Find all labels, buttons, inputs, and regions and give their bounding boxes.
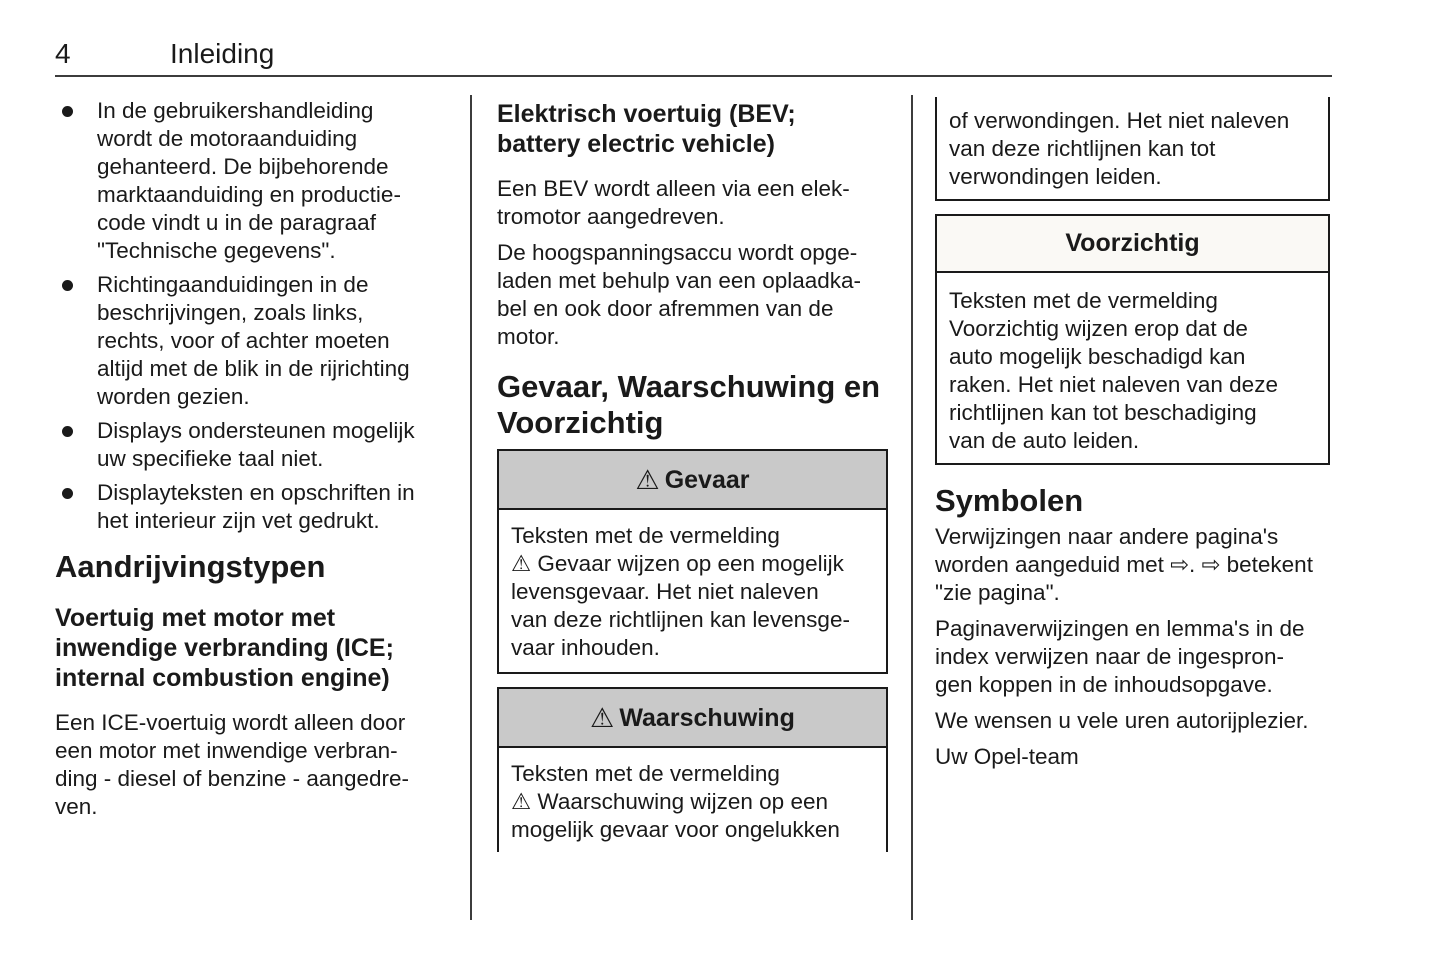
warning-triangle-icon: ⚠ bbox=[635, 465, 660, 496]
caution-box-header: Voorzichtig bbox=[937, 216, 1328, 273]
bullet-text: Richtingaanduidingen in de beschrijvinge… bbox=[97, 272, 410, 409]
sub-heading-bev: Elektrisch voertuig (BEV; battery electr… bbox=[497, 100, 796, 158]
bullet-icon bbox=[62, 488, 73, 499]
section-heading-symbolen: Symbolen bbox=[935, 483, 1084, 518]
column-3: of verwondingen. Het niet naleven van de… bbox=[935, 97, 1330, 779]
list-item: Displayteksten en opschriften in het int… bbox=[55, 479, 443, 535]
header-rule bbox=[55, 75, 1332, 77]
list-item: In de gebruikershandleiding wordt de mot… bbox=[55, 97, 443, 265]
section-heading-gevaar-waarschuwing: Gevaar, Waarschuwing en Voorzichtig bbox=[497, 369, 881, 440]
chapter-title: Inleiding bbox=[170, 38, 275, 69]
danger-box-header: ⚠Gevaar bbox=[499, 451, 886, 510]
intro-bullet-list: In de gebruikershandleiding wordt de mot… bbox=[55, 97, 443, 535]
warning-box-header: ⚠Waarschuwing bbox=[499, 689, 886, 748]
column-separator-2 bbox=[911, 95, 913, 920]
paragraph-symbolen-2: Paginaverwijzingen en lemma's in de inde… bbox=[935, 616, 1305, 697]
bullet-icon bbox=[62, 426, 73, 437]
caution-box-title: Voorzichtig bbox=[1065, 229, 1200, 257]
paragraph-ice: Een ICE-voertuig wordt alleen door een m… bbox=[55, 710, 409, 819]
sub-heading-ice: Voertuig met motor met inwendige verbran… bbox=[55, 604, 394, 692]
danger-box-body: Teksten met de vermelding ⚠ Gevaar wijze… bbox=[511, 523, 850, 660]
paragraph-bev-1: Een BEV wordt alleen via een elek- tromo… bbox=[497, 176, 850, 229]
warning-box-continuation: of verwondingen. Het niet naleven van de… bbox=[935, 97, 1330, 201]
paragraph-opel-team: Uw Opel-team bbox=[935, 744, 1079, 769]
bullet-icon bbox=[62, 106, 73, 117]
bullet-text: Displayteksten en opschriften in het int… bbox=[97, 480, 415, 533]
list-item: Displays ondersteunen mogelijk uw specif… bbox=[55, 417, 443, 473]
page-number: 4 bbox=[55, 38, 71, 69]
paragraph-wish: We wensen u vele uren autorijplezier. bbox=[935, 708, 1309, 733]
warning-triangle-icon: ⚠ bbox=[590, 703, 615, 734]
warning-box-title: Waarschuwing bbox=[619, 704, 795, 732]
section-heading-aandrijvingstypen: Aandrijvingstypen bbox=[55, 549, 326, 584]
danger-box-title: Gevaar bbox=[664, 466, 750, 494]
bullet-text: In de gebruikershandleiding wordt de mot… bbox=[97, 98, 401, 263]
column-1: In de gebruikershandleiding wordt de mot… bbox=[55, 97, 443, 829]
bullet-text: Displays ondersteunen mogelijk uw specif… bbox=[97, 418, 415, 471]
column-2: Elektrisch voertuig (BEV; battery electr… bbox=[497, 97, 888, 865]
caution-box-body: Teksten met de vermelding Voorzichtig wi… bbox=[949, 288, 1278, 453]
danger-box: ⚠Gevaar Teksten met de vermelding ⚠ Geva… bbox=[497, 449, 888, 674]
list-item: Richtingaanduidingen in de beschrijvinge… bbox=[55, 271, 443, 411]
paragraph-bev-2: De hoogspanningsaccu wordt opge- laden m… bbox=[497, 240, 862, 349]
warning-box: ⚠Waarschuwing Teksten met de vermelding … bbox=[497, 687, 888, 852]
column-separator-1 bbox=[470, 95, 472, 920]
paragraph-symbolen-1: Verwijzingen naar andere pagina's worden… bbox=[935, 524, 1313, 605]
warning-continuation-text: of verwondingen. Het niet naleven van de… bbox=[949, 108, 1290, 189]
caution-box: Voorzichtig Teksten met de vermelding Vo… bbox=[935, 214, 1330, 465]
bullet-icon bbox=[62, 280, 73, 291]
warning-box-body: Teksten met de vermelding ⚠ Waarschuwing… bbox=[511, 761, 840, 842]
